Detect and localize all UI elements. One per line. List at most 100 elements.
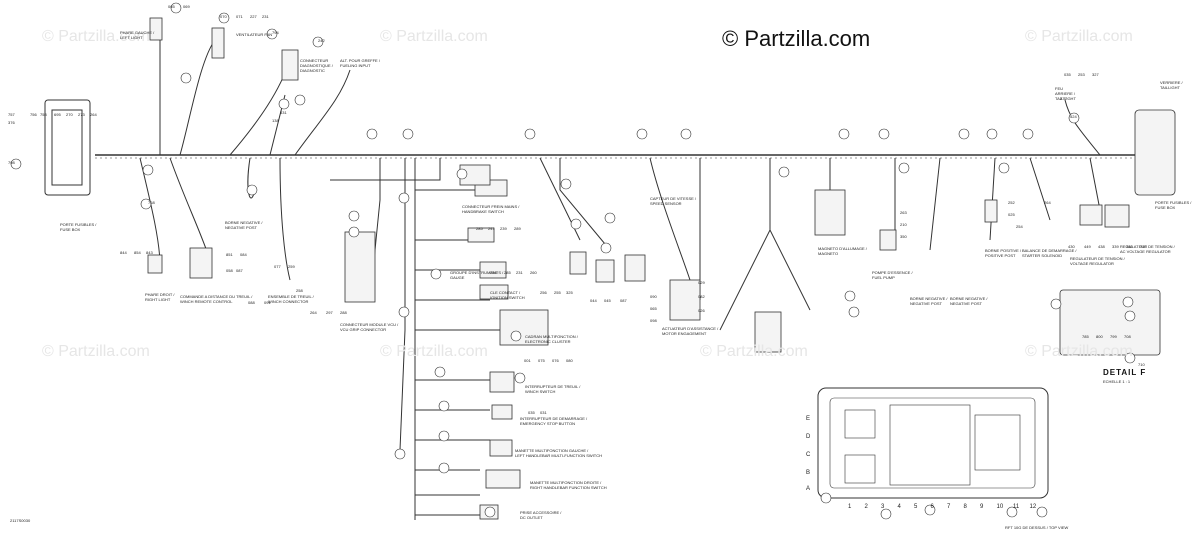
callout-number: 263 — [900, 210, 907, 215]
detail-row-letter: D — [806, 434, 811, 440]
callout-number: 076 — [552, 358, 559, 363]
callout-number: 077 — [274, 264, 281, 269]
callout-number: 070 — [220, 14, 227, 19]
callout-number: 231 — [262, 14, 269, 19]
callout-number: 255 — [554, 290, 561, 295]
label-gauge: GROUPE D'INSTRUMENTS / GAUGE — [450, 270, 504, 280]
callout-number: 325 — [566, 290, 573, 295]
detail-row-letter: B — [806, 470, 810, 476]
label-dc-outlet: PRISE ACCESSOIRE / DC OUTLET — [520, 510, 562, 520]
callout-number: 708 — [1124, 334, 1131, 339]
callout-number: 087 — [236, 268, 243, 273]
watermark-text: © Partzilla.com — [1025, 343, 1133, 360]
callout-number: 449 — [1084, 244, 1091, 249]
callout-number: 241 — [488, 226, 495, 231]
label-fan: VENTILATEUR FAN — [236, 32, 273, 37]
callout-number: 080 — [566, 358, 573, 363]
detail-col-number: 6 — [931, 504, 935, 510]
callout-number: 756 — [30, 112, 37, 117]
callout-bubbles — [10, 2, 1136, 520]
callout-number: 025 — [1008, 212, 1015, 217]
detail-col-number: 8 — [964, 504, 968, 510]
detail-col-number: 11 — [1013, 504, 1020, 510]
label-fuse-box-2: PORTE FUSIBLES / FUSE BOX — [1155, 200, 1192, 210]
label-motor-engagement: ACTUATEUR D'ASSISTANCE / MOTOR ENGAGEMEN… — [662, 326, 719, 336]
detail-col-number: 3 — [881, 504, 885, 510]
callout-number: 258 — [296, 288, 303, 293]
callout-number: 799 — [1110, 334, 1117, 339]
label-cluster: CADRAN MULTIFONCTION / ELECTRONIC CLUSTE… — [525, 334, 578, 344]
callout-number: 800 — [1096, 334, 1103, 339]
callout-number: 098 — [650, 318, 657, 323]
callout-number: 854 — [134, 250, 141, 255]
callout-number: 082 — [698, 294, 705, 299]
callout-number: 438 — [1098, 244, 1105, 249]
callout-number: 695 — [54, 112, 61, 117]
label-magneto: MAGNETO D'ALLUMAGE / MAGNETO — [818, 246, 867, 256]
label-starter-solenoid: BALANCE DE DEMARRAGE / STARTER SOLENOID — [1022, 248, 1077, 258]
label-handbrake: CONNECTEUR FREIN MAINS / HANDBRAKE SWITC… — [462, 204, 520, 214]
label-negative-post-3: BORNE NEGATIVE / NEGATIVE POST — [950, 296, 988, 306]
label-right-light: PHARE DROIT / RIGHT LIGHT — [145, 292, 175, 302]
callout-number: 029 — [698, 280, 705, 285]
callout-number: 253 — [1078, 72, 1085, 77]
callout-number: 376 — [8, 120, 15, 125]
callout-number: 753 — [40, 112, 47, 117]
detail-col-number: 10 — [997, 504, 1004, 510]
detail-row-letter: E — [806, 416, 810, 422]
callout-number: 091 — [264, 300, 271, 305]
callout-number: 524 — [1070, 114, 1077, 119]
callout-number: 794 — [272, 30, 279, 35]
callout-number: 090 — [650, 294, 657, 299]
callout-number: 270 — [66, 112, 73, 117]
callout-number: 087 — [620, 298, 627, 303]
detail-title: DETAIL F — [1103, 368, 1147, 377]
callout-number: 285 — [504, 270, 511, 275]
detail-col-number: 7 — [947, 504, 951, 510]
label-winch-remote: COMMANDE A DISTANCE DU TREUIL / WINCH RE… — [180, 294, 253, 304]
callout-number: 044 — [590, 298, 597, 303]
callout-number: 350 — [900, 234, 907, 239]
watermark-text: © Partzilla.com — [380, 343, 488, 360]
label-right-switch: MANETTE MULTIFONCTION DROITE / RIGHT HAN… — [530, 480, 607, 490]
callout-number: 075 — [538, 358, 545, 363]
callout-number: 001 — [524, 358, 531, 363]
callout-number: 264 — [1044, 200, 1051, 205]
callout-number: 798 — [8, 160, 15, 165]
brand-watermark: © Partzilla.com — [722, 26, 871, 51]
callout-number: 288 — [340, 310, 347, 315]
callout-number: 227 — [250, 14, 257, 19]
callout-number: 327 — [1092, 72, 1099, 77]
callout-number: 264 — [310, 310, 317, 315]
detail-col-number: 4 — [898, 504, 902, 510]
callout-number: 851 — [226, 252, 233, 257]
callout-number: 065 — [168, 4, 175, 9]
callout-number: 297 — [326, 310, 333, 315]
callout-number: 256 — [540, 290, 547, 295]
watermark-text: © Partzilla.com — [1025, 28, 1133, 45]
label-left-switch: MANETTE MULTIFONCTION GAUCHE / LEFT HAND… — [515, 448, 602, 458]
callout-number: 277 — [1060, 96, 1067, 101]
label-positive-post: BORNE POSITIVE / POSITIVE POST — [985, 248, 1022, 258]
detail-scale: ECHELLE 1 : 1 — [1103, 379, 1131, 384]
callout-number: 289 — [514, 226, 521, 231]
callout-number: 242 — [318, 38, 325, 43]
connectors — [147, 17, 1176, 520]
label-winch-connector: ENSEMBLE DE TREUIL / WINCH CONNECTOR — [268, 294, 314, 304]
label-emergency-stop: INTERRUPTEUR DE DEMARRAGE / EMERGENCY ST… — [520, 416, 588, 426]
callout-number: 071 — [236, 14, 243, 19]
callout-number: 288 — [490, 270, 497, 275]
callout-number: 758 — [148, 200, 155, 205]
callout-number: 031 — [540, 410, 547, 415]
callout-number: 239 — [500, 226, 507, 231]
detail-caption: RFT 10G DE DESSUS / TOP VIEW — [1005, 525, 1069, 530]
label-fueling-input: ALT. POUR GREFFE / FUELING INPUT — [340, 58, 380, 68]
callout-number: 273 — [78, 112, 85, 117]
callout-number: 785 — [1082, 334, 1089, 339]
label-vcu-connector: CONNECTEUR MODULE VCU / VCU GRIP CONNECT… — [340, 322, 399, 332]
callout-number: 710 — [1138, 362, 1145, 367]
detail-col-number: 5 — [914, 504, 918, 510]
detail-f-fusebox — [817, 387, 1049, 499]
callout-number: 138 — [272, 118, 279, 123]
callout-number: 380 — [1126, 244, 1133, 249]
